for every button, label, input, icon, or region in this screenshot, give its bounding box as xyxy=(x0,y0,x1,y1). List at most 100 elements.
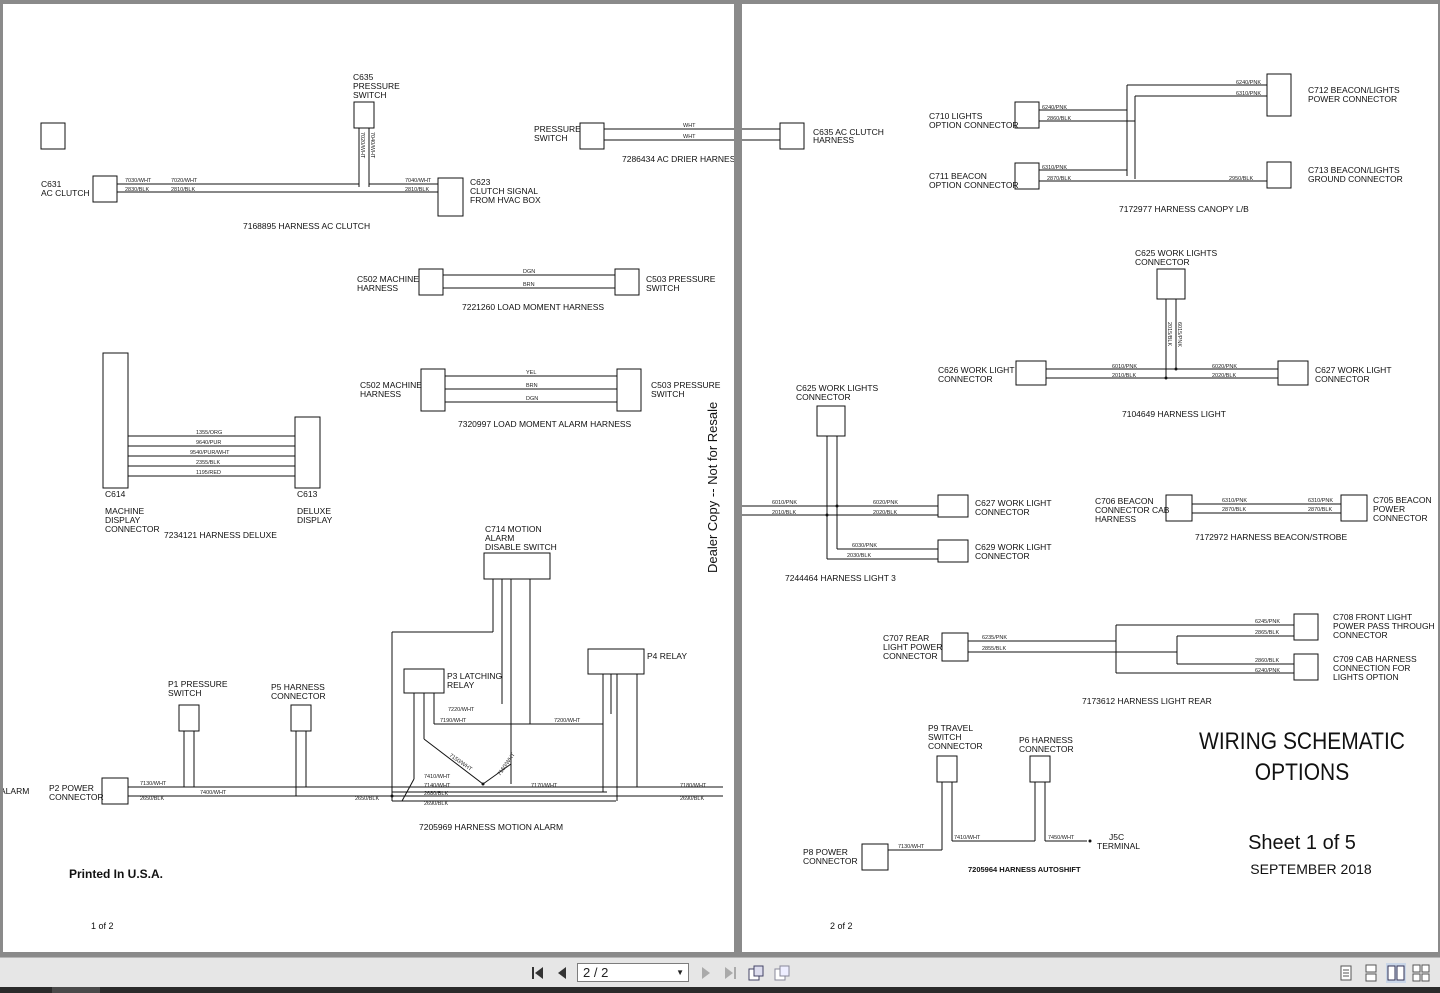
c627b-label-1: C627 WORK LIGHT xyxy=(975,498,1052,508)
c614-desc-2: DISPLAY xyxy=(105,515,141,525)
harness-beacon: 7172972 HARNESS BEACON/STROBE xyxy=(1195,532,1347,542)
c623-label-3: FROM HVAC BOX xyxy=(470,195,541,205)
c625a-label-2: CONNECTOR xyxy=(1135,257,1190,267)
c613-desc-2: DISPLAY xyxy=(297,515,333,525)
c626a-label-2: CONNECTOR xyxy=(938,374,993,384)
document-page-2: C635 AC CLUTCH HARNESS C710 LIGHTS OPTIO… xyxy=(667,4,1438,952)
first-page-icon[interactable] xyxy=(528,963,548,983)
c713-label-2: GROUND CONNECTOR xyxy=(1308,174,1403,184)
wire-2870: 2870/BLK xyxy=(1047,176,1071,182)
next-page-icon[interactable] xyxy=(696,963,716,983)
continuous-page-icon[interactable] xyxy=(1361,963,1381,983)
wire-6310: 6310/PNK xyxy=(1236,91,1261,97)
wire-2810a: 2810/BLK xyxy=(171,187,195,193)
viewer-toolbar: 2 / 2▼ xyxy=(0,957,1440,988)
c631-label-2: AC CLUTCH xyxy=(41,188,90,198)
wire-2865: 2865/BLK xyxy=(1255,630,1279,636)
c707-label-1: C707 REAR xyxy=(883,633,929,643)
two-page-icon[interactable] xyxy=(1386,963,1406,983)
wire-2830: 2830/BLK xyxy=(125,187,149,193)
c502a-label-2: HARNESS xyxy=(357,283,398,293)
wire-6310d: 6310/PNK xyxy=(1308,498,1333,504)
c635-label-1: C635 xyxy=(353,72,374,82)
c631-label-1: C631 xyxy=(41,179,62,189)
schematic-date: SEPTEMBER 2018 xyxy=(1250,861,1372,877)
p9-label-2: SWITCH xyxy=(928,732,962,742)
c706-label-1: C706 BEACON xyxy=(1095,496,1154,506)
wire-2650: 2650/BLK xyxy=(140,796,164,802)
wire-6015: 6015/PNK xyxy=(1176,322,1182,347)
wire-2030: 2030/BLK xyxy=(847,553,871,559)
wire-7040: 7040/WHT xyxy=(405,178,432,184)
wire-6245: 6245/PNK xyxy=(1255,619,1280,625)
p3-label-1: P3 LATCHING xyxy=(447,671,502,681)
c635-right-label-1: C635 AC CLUTCH xyxy=(813,127,884,137)
c627b-label-2: CONNECTOR xyxy=(975,507,1030,517)
document-viewer[interactable]: C635 PRESSURE SWITCH C631 AC CLUTCH C623… xyxy=(0,0,1440,957)
harness-light-rear: 7173612 HARNESS LIGHT REAR xyxy=(1082,696,1212,706)
two-page-continuous-icon[interactable] xyxy=(1411,963,1431,983)
taskbar-segment xyxy=(52,987,100,993)
p8-label-2: CONNECTOR xyxy=(803,856,858,866)
p4-label: P4 RELAY xyxy=(647,651,687,661)
c710-label-1: C710 LIGHTS xyxy=(929,111,983,121)
c629-label-2: CONNECTOR xyxy=(975,551,1030,561)
p6-label-2: CONNECTOR xyxy=(1019,744,1074,754)
wire-7160: 7160/WHT xyxy=(497,752,517,777)
wire-2015: 2015/BLK xyxy=(1166,322,1172,346)
schematic-page-1: C635 PRESSURE SWITCH C631 AC CLUTCH C623… xyxy=(0,72,741,931)
fit-page-icon[interactable] xyxy=(772,963,792,983)
page-number-select[interactable]: 2 / 2▼ xyxy=(577,963,689,982)
harness-load-moment-alarm: 7320997 LOAD MOMENT ALARM HARNESS xyxy=(458,419,632,429)
wire-7150: 7150/WHT xyxy=(448,753,473,773)
p1-label-2: SWITCH xyxy=(168,688,202,698)
c627a-label-1: C627 WORK LIGHT xyxy=(1315,365,1392,375)
c503a-label-2: SWITCH xyxy=(646,283,680,293)
single-page-icon[interactable] xyxy=(1336,963,1356,983)
printed-in-usa: Printed In U.S.A. xyxy=(69,867,163,881)
c629-label-1: C629 WORK LIGHT xyxy=(975,542,1052,552)
p6-label-1: P6 HARNESS xyxy=(1019,735,1073,745)
c714-label-2: ALARM xyxy=(485,533,514,543)
wire-7020: 7020/WHT xyxy=(171,178,198,184)
schematic-title-2: OPTIONS xyxy=(1255,759,1349,786)
j5c-label-1: J5C xyxy=(1109,832,1124,842)
harness-light-3: 7244464 HARNESS LIGHT 3 xyxy=(785,573,896,583)
c502b-label-1: C502 MACHINE xyxy=(360,380,422,390)
c623-label-1: C623 xyxy=(470,177,491,187)
c707-label-2: LIGHT POWER xyxy=(883,642,942,652)
schematic-page-2: C635 AC CLUTCH HARNESS C710 LIGHTS OPTIO… xyxy=(667,73,1435,931)
c635-label-3: SWITCH xyxy=(353,90,387,100)
c625b-label-1: C625 WORK LIGHTS xyxy=(796,383,879,393)
c705-label-1: C705 BEACON xyxy=(1373,495,1432,505)
wire-6010: 6010/PNK xyxy=(1112,364,1137,370)
c614-label: C614 xyxy=(105,489,126,499)
wire-6010b: 6010/PNK xyxy=(772,500,797,506)
wire-2860b: 2860/BLK xyxy=(1255,658,1279,664)
wire-7200: 7200/WHT xyxy=(554,718,581,724)
c713-label-1: C713 BEACON/LIGHTS xyxy=(1308,165,1400,175)
wire-2690b: 2690/BLK xyxy=(680,796,704,802)
wire-2690: 2690/BLK xyxy=(424,801,448,807)
wire-7040v: 7040/WHT xyxy=(369,132,375,159)
wire-2870c: 2870/BLK xyxy=(1222,507,1246,513)
wire-2855: 2855/BLK xyxy=(982,646,1006,652)
c614-desc-1: MACHINE xyxy=(105,506,145,516)
prev-page-icon[interactable] xyxy=(552,963,572,983)
wire-2355: 2355/BLK xyxy=(196,460,220,466)
wire-9640: 9640/PUR xyxy=(196,440,221,446)
c613-desc-1: DELUXE xyxy=(297,506,331,516)
wire-2680: 2680/BLK xyxy=(424,791,448,797)
wire-2010b: 2010/BLK xyxy=(772,510,796,516)
c706-label-3: HARNESS xyxy=(1095,514,1136,524)
wire-7400: 7400/WHT xyxy=(200,790,227,796)
wire-yel: YEL xyxy=(526,370,536,376)
wire-6020: 6020/PNK xyxy=(1212,364,1237,370)
c711-label-2: OPTION CONNECTOR xyxy=(929,180,1019,190)
last-page-icon[interactable] xyxy=(720,963,740,983)
rotate-page-icon[interactable] xyxy=(746,963,766,983)
harness-canopy: 7172977 HARNESS CANOPY L/B xyxy=(1119,204,1249,214)
wire-2010: 2010/BLK xyxy=(1112,373,1136,379)
wire-7130: 7130/WHT xyxy=(140,781,167,787)
c712-label-2: POWER CONNECTOR xyxy=(1308,94,1397,104)
